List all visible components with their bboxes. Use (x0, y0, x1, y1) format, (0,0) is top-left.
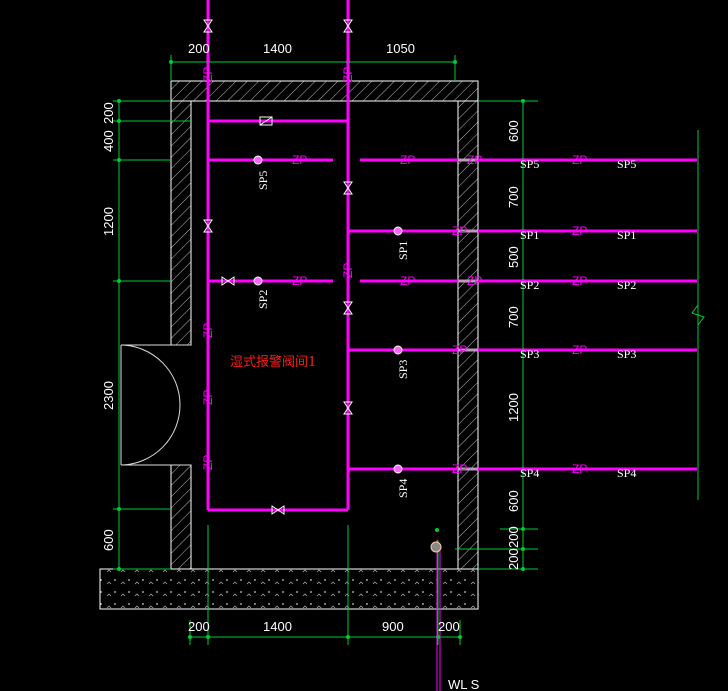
valve-icon (271, 505, 285, 515)
sprinkler-label: SP2 (520, 278, 539, 292)
pipe-tag: ZP (572, 462, 587, 476)
pipe-tag: ZP (572, 153, 587, 167)
wall-left-lower (170, 464, 192, 570)
sprinkler-label: SP3 (617, 347, 636, 361)
sprinkler-label: SP3 (520, 347, 539, 361)
wall-right (457, 100, 479, 570)
sprinkler-label: SP1 (396, 241, 410, 260)
dimension-value: 1400 (263, 619, 292, 634)
valve-icon (343, 401, 353, 415)
pipe-tag: ZP (400, 274, 415, 288)
dimension-value: 500 (506, 246, 521, 268)
room-label: 湿式报警阀间1 (230, 354, 316, 370)
wall-top (170, 80, 479, 102)
valve-icon (203, 19, 213, 33)
wall-left-upper (170, 100, 192, 346)
door (120, 344, 191, 466)
dimension-value: 200 (188, 41, 210, 56)
valves (203, 19, 353, 515)
outer-sprinkler-labels: SP5 SP1 SP2 SP3 SP4 (617, 157, 636, 480)
dimension-value: 900 (382, 619, 404, 634)
dimension-value: 200 (101, 102, 116, 124)
left-dimensions: 200 400 1200 2300 600 (101, 102, 116, 551)
pipe-tag: ZP (452, 343, 467, 357)
dimension-value: 200 (506, 548, 521, 570)
wall-sleeves (458, 158, 478, 471)
interior-sprinkler-labels: SP5 SP2 SP1 SP3 SP4 (256, 171, 410, 498)
valve-icon (343, 181, 353, 195)
dimension-value: 2300 (101, 381, 116, 410)
pipe-tag: ZP (400, 153, 415, 167)
pipe-tag: ZP (341, 263, 355, 278)
pipes (206, 0, 697, 512)
dimension-value: 1400 (263, 41, 292, 56)
drain-point (430, 528, 442, 691)
pipe-tag: ZP (292, 274, 307, 288)
pipe-tag: ZP (201, 323, 215, 338)
floor-slab (99, 568, 479, 610)
valve-icon (343, 19, 353, 33)
pipe-tag: ZP (201, 390, 215, 405)
sprinkler-label: SP1 (617, 228, 636, 242)
zp-tags: ZP ZP ZP ZP ZP ZP ZP ZP ZP ZP ZP ZP ZP Z… (201, 67, 587, 476)
sprinkler-label: SP2 (617, 278, 636, 292)
sprinkler-label: SP4 (617, 466, 636, 480)
pipe-tag: ZP (572, 224, 587, 238)
sprinkler-label: SP5 (617, 157, 636, 171)
dimension-value: 700 (506, 186, 521, 208)
pipe-tag: ZP (452, 462, 467, 476)
top-dimensions: 200 1400 1050 (188, 41, 415, 56)
dimension-value: 1200 (506, 393, 521, 422)
dimension-value: 200 (188, 619, 210, 634)
sprinkler-label: SP3 (396, 360, 410, 379)
valve-icon (203, 219, 213, 233)
dimension-value: 1050 (386, 41, 415, 56)
dimension-value: 600 (101, 529, 116, 551)
sprinkler-label: SP5 (256, 171, 270, 190)
pipe-tag: ZP (572, 343, 587, 357)
dimension-value: 600 (506, 120, 521, 142)
sprinkler-label: SP4 (396, 479, 410, 498)
pipe-tag: ZP (572, 274, 587, 288)
pipe-tag: ZP (467, 153, 482, 167)
sprinkler-label: SP5 (520, 157, 539, 171)
corner-text: WL S (448, 677, 480, 691)
pipe-tag: ZP (467, 274, 482, 288)
sprinkler-label: SP2 (256, 290, 270, 309)
right-dimensions: 600 700 500 700 1200 600 200 200 (506, 120, 521, 570)
dimension-value: 400 (101, 130, 116, 152)
dimension-value: 600 (506, 490, 521, 512)
dimension-lines (113, 55, 705, 645)
walls (99, 80, 479, 610)
sprinkler-heads (253, 155, 403, 474)
flow-switch-icon (259, 116, 273, 126)
dimension-value: 200 (438, 619, 460, 634)
wall-sprinkler-labels: SP5 SP1 SP2 SP3 SP4 (520, 157, 539, 480)
dimension-value: 1200 (101, 207, 116, 236)
sprinkler-label: SP4 (520, 466, 539, 480)
pipe-tag: ZP (201, 455, 215, 470)
valve-icon (221, 276, 235, 286)
pipe-tag: ZP (201, 67, 215, 82)
bottom-dimensions: 200 1400 900 200 (188, 619, 460, 634)
dimension-value: 700 (506, 306, 521, 328)
pipe-tag: ZP (292, 153, 307, 167)
valve-icon (343, 301, 353, 315)
dimension-value: 200 (506, 526, 521, 548)
sprinkler-label: SP1 (520, 228, 539, 242)
pipe-tag: ZP (452, 224, 467, 238)
pipe-tag: ZP (341, 67, 355, 82)
